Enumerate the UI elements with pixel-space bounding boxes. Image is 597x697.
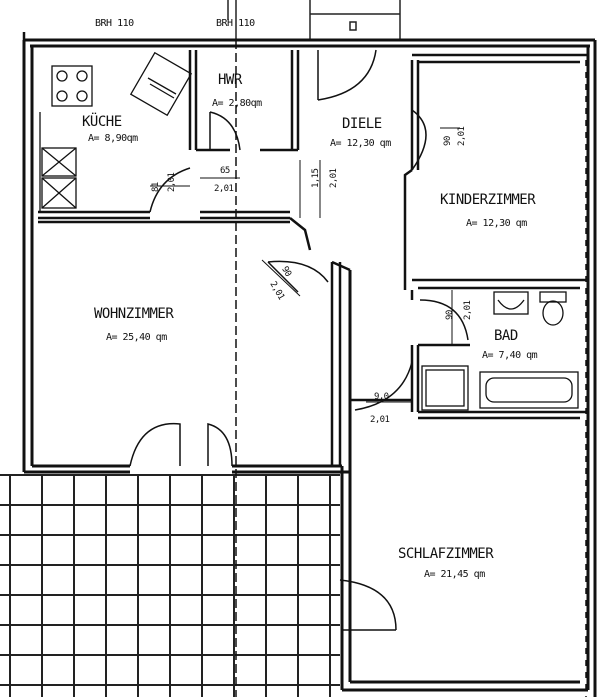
top-label-right: BRH 110 — [216, 18, 255, 29]
dim-wohn-h: 2,01 — [267, 280, 285, 302]
room-name-wohnzimmer: WOHNZIMMER — [94, 306, 174, 322]
exterior-top-lines — [227, 0, 401, 40]
dimension-lines — [150, 127, 460, 403]
section-lines — [235, 40, 587, 697]
dim-bad-w: 90 — [445, 310, 455, 320]
outer-walls — [22, 38, 597, 697]
dim-kinder-h: 2,01 — [457, 127, 467, 146]
dim-kueche-door-h: 2,01 — [167, 173, 177, 192]
dim-diele-w: 1,15 — [311, 169, 321, 188]
bathroom-fixtures — [421, 291, 579, 411]
dim-schlaf-h: 2,01 — [370, 415, 389, 425]
dim-diele-h: 2,01 — [329, 169, 339, 188]
room-name-diele: DIELE — [342, 116, 382, 132]
dim-kueche-door-w: 81 — [151, 182, 161, 192]
room-name-bad: BAD — [494, 328, 518, 344]
room-name-kinderzimmer: KINDERZIMMER — [440, 192, 536, 208]
room-name-hwr: HWR — [218, 72, 243, 88]
room-area-hwr: A= 2,80qm — [212, 98, 262, 109]
dim-hwr-door-w: 65 — [220, 166, 230, 176]
kitchen-fixtures — [39, 51, 193, 212]
room-area-kinderzimmer: A= 12,30 qm — [466, 218, 527, 229]
room-area-bad: A= 7,40 qm — [482, 350, 538, 361]
room-area-schlafzimmer: A= 21,45 qm — [424, 569, 485, 580]
room-name-schlafzimmer: SCHLAFZIMMER — [398, 546, 494, 562]
room-area-kueche: A= 8,90qm — [88, 133, 138, 144]
top-label-left: BRH 110 — [95, 18, 134, 29]
dim-hwr-door-h: 2,01 — [214, 184, 233, 194]
room-area-diele: A= 12,30 qm — [330, 138, 391, 149]
terrace-tiles — [0, 474, 340, 697]
dim-kinder-w: 90 — [443, 136, 453, 146]
room-area-wohnzimmer: A= 25,40 qm — [106, 332, 167, 343]
door-swings — [129, 49, 469, 631]
room-name-kueche: KÜCHE — [82, 112, 122, 130]
dim-wohn-w: 90 — [279, 265, 293, 279]
dim-schlaf-w: 9,0 — [374, 392, 389, 402]
dim-bad-h: 2,01 — [463, 301, 473, 320]
interior-walls — [22, 32, 588, 466]
